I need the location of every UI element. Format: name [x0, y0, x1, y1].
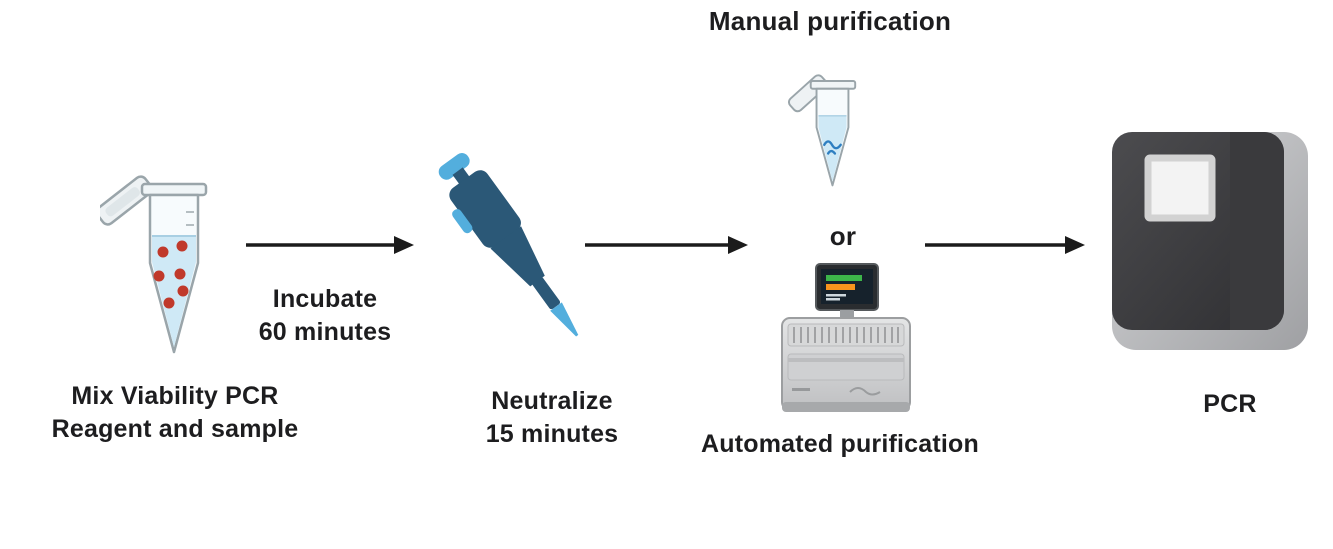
incubate-label-line2: 60 minutes [258, 318, 392, 346]
pcr-text: PCR [1203, 390, 1257, 418]
step1-label-line2: Reagent and sample [51, 415, 299, 443]
or-text: or [829, 221, 857, 251]
pipette-icon [420, 145, 600, 345]
or-label: or [818, 219, 868, 253]
step1-label-line1: Mix Viability PCR [71, 382, 279, 410]
automated-instrument-icon [780, 262, 912, 424]
incubate-label-line1: Incubate [272, 285, 378, 313]
step1-label: Mix Viability PCR Reagent and sample [25, 380, 325, 446]
arrow-right-icon [585, 233, 750, 257]
manual-purification-text: Manual purification [708, 6, 952, 36]
sample-tube-icon [100, 128, 250, 368]
automated-purification-text: Automated purification [700, 430, 979, 458]
automated-purification-label: Automated purification [670, 428, 1010, 461]
neutralize-label-line2: 15 minutes [485, 420, 619, 448]
neutralize-label-line1: Neutralize [491, 387, 613, 415]
incubate-label: Incubate 60 minutes [240, 283, 410, 349]
pcr-machine-icon [1112, 132, 1308, 354]
manual-purification-label: Manual purification [690, 4, 970, 38]
arrow-right-icon [246, 233, 416, 257]
arrow-right-icon [925, 233, 1087, 257]
manual-tube-icon [788, 52, 876, 197]
pcr-label: PCR [1185, 388, 1275, 421]
neutralize-label: Neutralize 15 minutes [462, 385, 642, 451]
